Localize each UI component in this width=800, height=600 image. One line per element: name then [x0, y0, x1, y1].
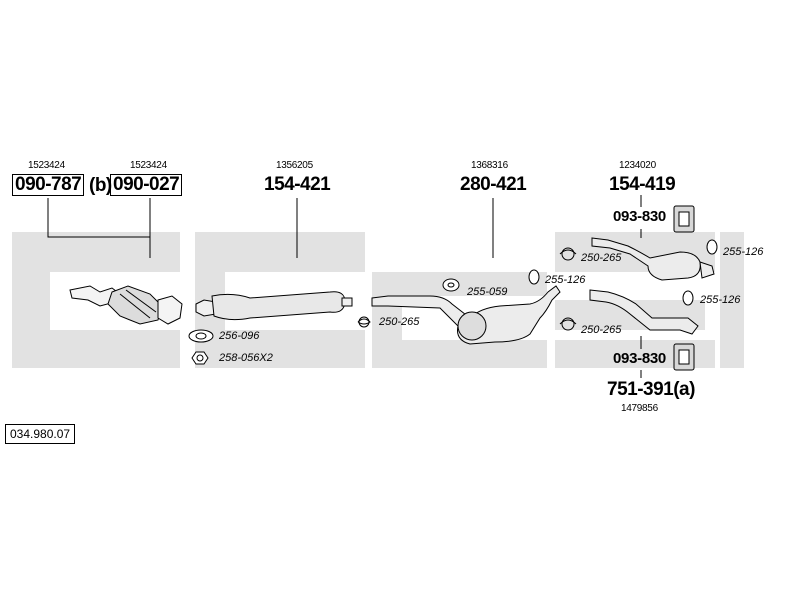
band-block [720, 232, 744, 368]
accessory-label-nut[interactable]: 258-056X2 [219, 352, 273, 364]
part-number-093-830[interactable]: 093-830 [613, 208, 666, 225]
oem-number: 1479856 [621, 403, 658, 414]
oem-number: 1523424 [130, 160, 167, 171]
rear-silencer [591, 237, 715, 281]
part-number-090-027[interactable]: 090-027 [110, 174, 183, 196]
band-block [372, 340, 547, 368]
clamp-shapes [559, 247, 577, 331]
oem-number: 1368316 [471, 160, 508, 171]
part-number-280-421[interactable]: 280-421 [460, 174, 527, 195]
part-number-154-419[interactable]: 154-419 [609, 174, 676, 195]
part-number-label: 090-027 [113, 174, 180, 195]
part-number-154-421[interactable]: 154-421 [264, 174, 331, 195]
part-number-093-830[interactable]: 093-830 [613, 350, 666, 367]
diagram-reference: 034.980.07 [5, 424, 76, 444]
part-suffix: (b) [89, 175, 112, 196]
accessory-label-hanger[interactable]: 255-126 [700, 294, 741, 306]
part-number-751-391[interactable]: 751-391(a) [607, 379, 695, 400]
leader-line [47, 198, 150, 238]
accessory-label-clamp[interactable]: 250-265 [581, 324, 622, 336]
oem-number: 1234020 [619, 160, 656, 171]
background-bands [12, 232, 744, 368]
accessory-label-clamp[interactable]: 250-265 [379, 316, 420, 328]
leader-lines [47, 195, 642, 378]
band-block [12, 232, 50, 368]
accessory-label-hanger[interactable]: 255-059 [467, 286, 508, 298]
oem-number: 1523424 [28, 160, 65, 171]
band-block [195, 330, 365, 368]
middle-pipe [195, 291, 353, 321]
oem-number: 1356205 [276, 160, 313, 171]
clamp-shape [357, 316, 371, 328]
band-block [372, 272, 547, 296]
centre-silencer [371, 285, 561, 345]
rubber-mounts [673, 205, 695, 371]
catalytic-converter [69, 285, 183, 325]
band-block [50, 330, 180, 368]
accessory-shapes [188, 329, 214, 365]
accessory-label-hanger[interactable]: 255-126 [545, 274, 586, 286]
accessory-label-gasket[interactable]: 256-096 [219, 330, 260, 342]
band-block [195, 232, 365, 272]
band-block [50, 232, 180, 272]
accessory-label-clamp[interactable]: 250-265 [581, 252, 622, 264]
part-number-label: 090-787 [15, 174, 82, 195]
part-number-090-787[interactable]: 090-787 [12, 174, 85, 196]
hanger-shapes [442, 239, 718, 306]
tail-pipe [589, 289, 699, 335]
accessory-label-hanger[interactable]: 255-126 [723, 246, 764, 258]
